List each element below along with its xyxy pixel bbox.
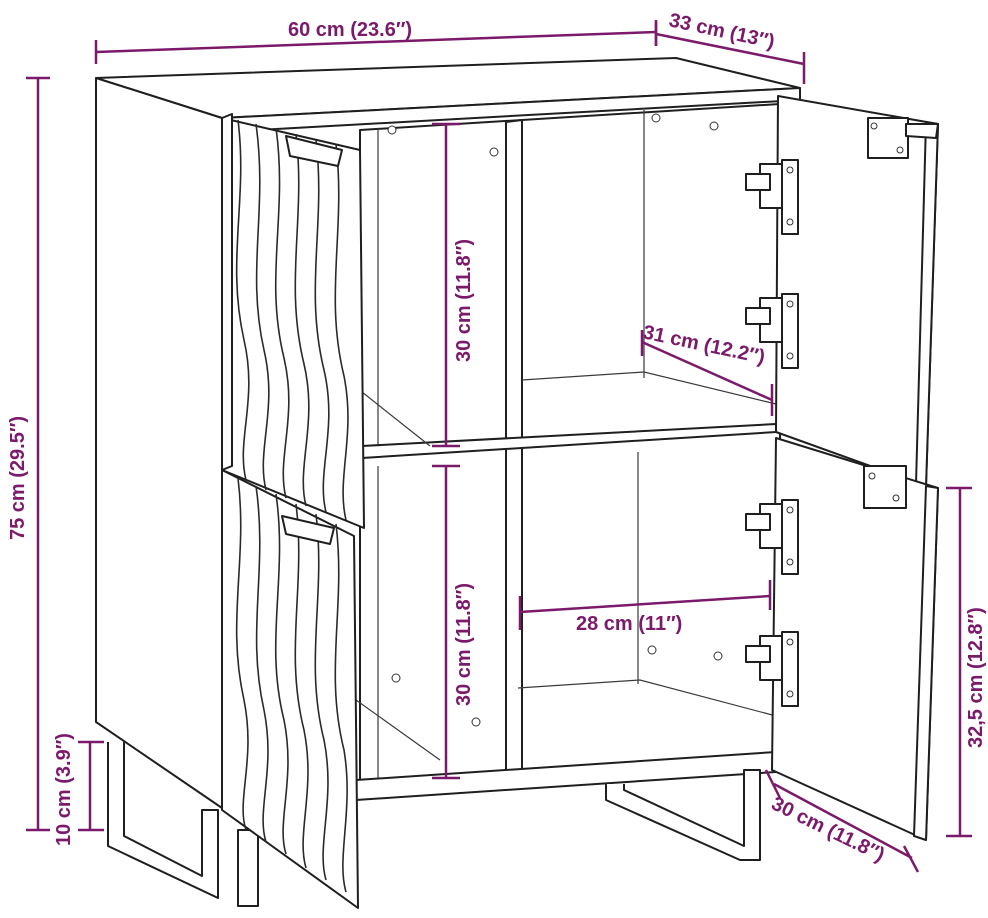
width-label: 60 cm (23.6″) xyxy=(288,19,412,41)
compartment-lower-label: 30 cm (11.8″) xyxy=(453,583,475,706)
left-leg-front xyxy=(237,829,259,907)
compartment-upper-label: 30 cm (11.8″) xyxy=(453,239,475,362)
hinge-4 xyxy=(745,631,799,707)
dimension-door-height: 32,5 cm (12.8″) xyxy=(946,486,987,838)
inner-width-label: 28 cm (11″) xyxy=(576,613,682,635)
dimension-inner-width: 28 cm (11″) xyxy=(518,580,772,635)
left-upper-door xyxy=(221,113,365,529)
dimension-compartment-lower: 30 cm (11.8″) xyxy=(432,464,475,780)
dimension-leg: 10 cm (3.9″) xyxy=(53,733,104,846)
dimension-height: 75 cm (29.5″) xyxy=(7,76,50,832)
door-height-label: 32,5 cm (12.8″) xyxy=(965,607,987,748)
hinge-1 xyxy=(745,159,799,235)
hinge-2 xyxy=(745,293,799,369)
dimension-compartment-upper: 30 cm (11.8″) xyxy=(432,122,475,448)
hinge-3 xyxy=(745,499,799,575)
upper-door-handle xyxy=(285,135,343,167)
right-leg xyxy=(605,769,761,861)
left-lower-door xyxy=(221,469,359,909)
lower-door-handle xyxy=(281,515,335,545)
height-label: 75 cm (29.5″) xyxy=(7,416,29,540)
cabinet-left-side xyxy=(95,77,223,809)
right-lower-door xyxy=(771,437,939,841)
leg-label: 10 cm (3.9″) xyxy=(53,733,75,846)
dimension-width: 60 cm (23.6″) xyxy=(94,19,658,64)
right-upper-door xyxy=(775,95,939,487)
left-leg xyxy=(107,742,219,899)
